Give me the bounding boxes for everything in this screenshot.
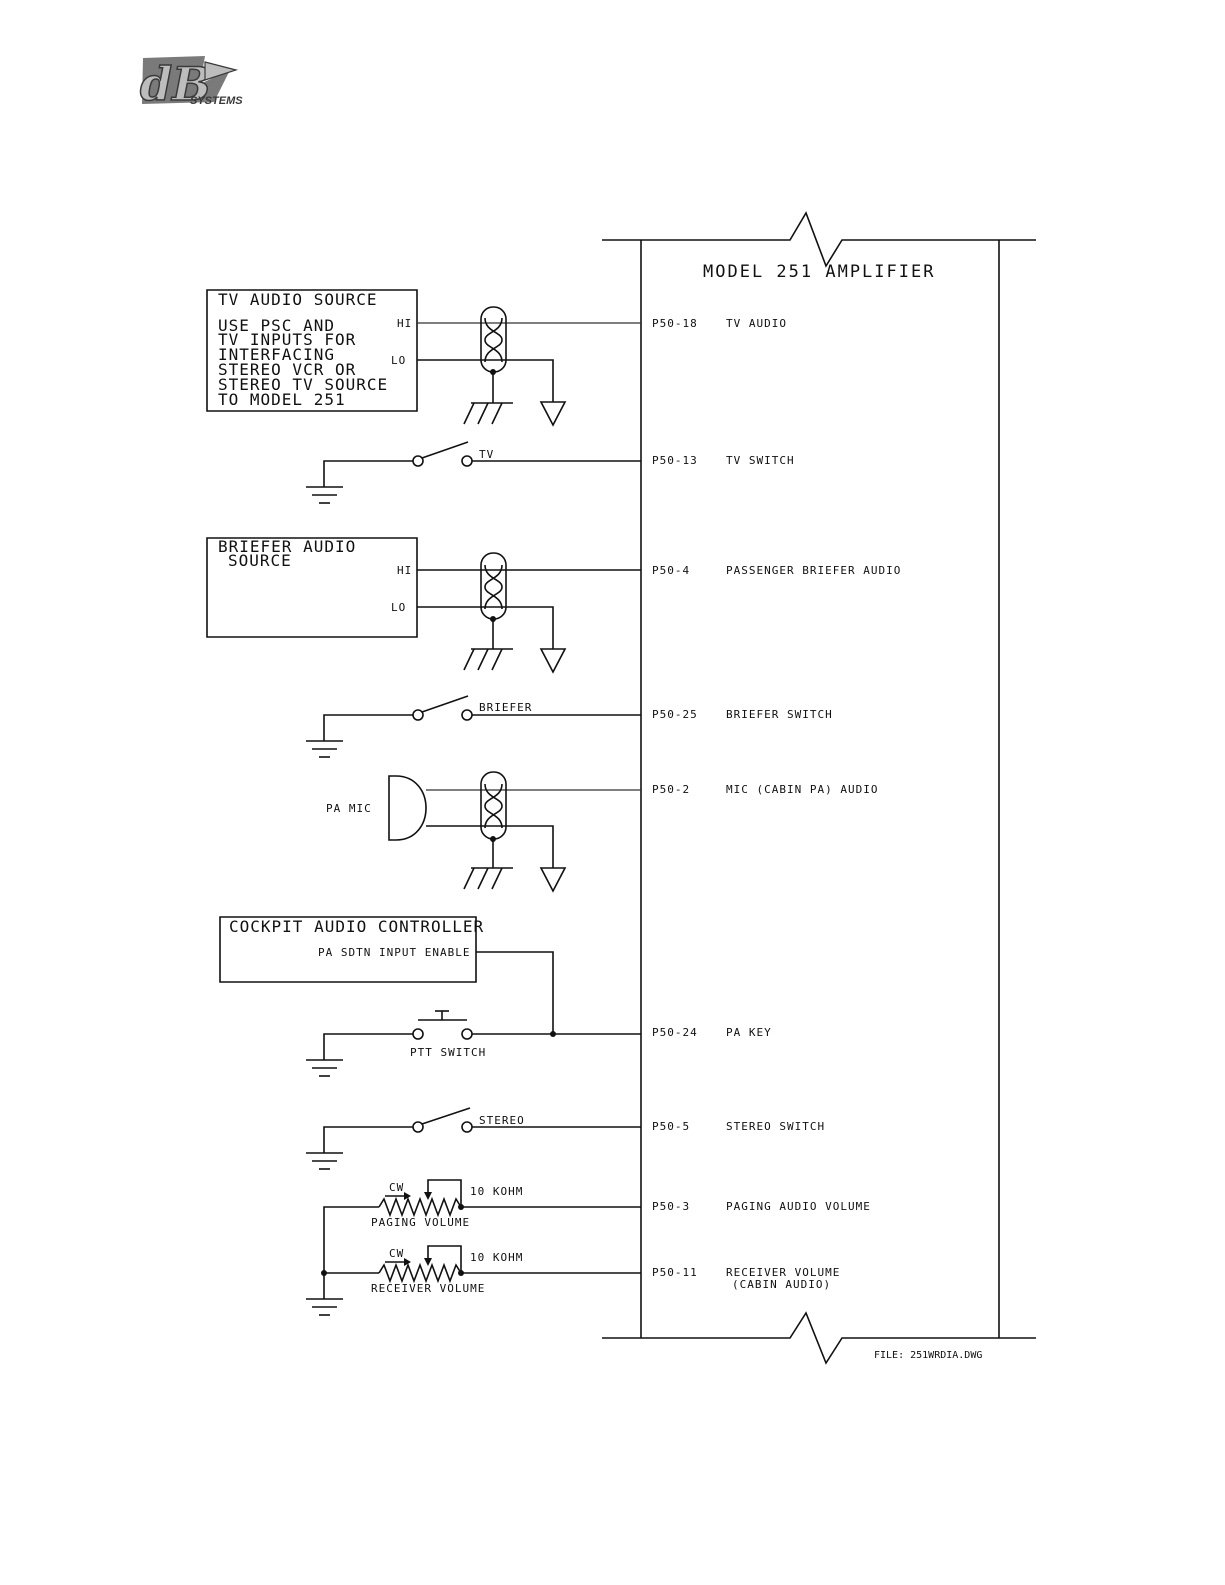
pin-number: P50-13 [652, 454, 698, 467]
pin-labels: P50-18 TV AUDIO P50-13 TV SWITCH P50-4 P… [652, 317, 901, 1291]
tv-source-note-6: TO MODEL 251 [218, 390, 346, 409]
stereo-switch: STEREO [306, 1108, 641, 1169]
pin-number: P50-2 [652, 783, 690, 796]
pin-function: TV AUDIO [726, 317, 787, 330]
ptt-switch-label: PTT SWITCH [410, 1046, 486, 1059]
pin-tv-audio: P50-18 TV AUDIO [652, 317, 787, 330]
briefer-switch: BRIEFER [306, 696, 641, 757]
logo-letters: dB [140, 57, 211, 111]
stereo-switch-label: STEREO [479, 1114, 525, 1127]
tv-switch: TV [306, 442, 641, 503]
briefer-switch-label: BRIEFER [479, 701, 532, 714]
pin-number: P50-4 [652, 564, 690, 577]
file-reference: FILE: 251WRDIA.DWG [874, 1350, 982, 1361]
tv-source-note-5: STEREO TV SOURCE [218, 375, 388, 394]
cockpit-audio-controller: COCKPIT AUDIO CONTROLLER PA SDTN INPUT E… [220, 917, 556, 1037]
resistor-icon [379, 1199, 461, 1215]
pin-tv-switch: P50-13 TV SWITCH [652, 454, 795, 467]
cockpit-output: PA SDTN INPUT ENABLE [318, 946, 470, 959]
cw-arrow-icon [404, 1192, 411, 1200]
ground-icon [306, 487, 343, 503]
chassis-ground-icon [464, 649, 513, 670]
pin-briefer-switch: P50-25 BRIEFER SWITCH [652, 708, 833, 721]
briefer-source-title-2: SOURCE [228, 551, 292, 570]
ground-symbol-icon [541, 868, 565, 891]
receiver-pot-name: RECEIVER VOLUME [371, 1282, 485, 1295]
briefer-audio-wiring [417, 553, 641, 672]
tv-switch-label: TV [479, 448, 494, 461]
tv-source-note-2: TV INPUTS FOR [218, 330, 356, 349]
receiver-ohm-label: 10 KOHM [470, 1251, 523, 1264]
wiper-arrow-icon [424, 1258, 432, 1266]
receiver-volume-pot: CW 10 KOHM RECEIVER VOLUME [371, 1246, 641, 1295]
pin-function: TV SWITCH [726, 454, 795, 467]
ground-icon [306, 1153, 343, 1169]
pin-function: BRIEFER SWITCH [726, 708, 833, 721]
db-systems-logo: dB SYSTEMS [139, 56, 243, 112]
pin-number: P50-11 [652, 1266, 698, 1279]
pin-passenger-briefer-audio: P50-4 PASSENGER BRIEFER AUDIO [652, 564, 901, 577]
logo-wordmark: SYSTEMS [190, 95, 243, 107]
pin-function: MIC (CABIN PA) AUDIO [726, 783, 878, 796]
tv-source-title: TV AUDIO SOURCE [218, 290, 378, 309]
pa-mic-label: PA MIC [326, 802, 372, 815]
tv-audio-wiring [417, 307, 641, 425]
briefer-source-lo: LO [391, 601, 406, 614]
pin-paging-volume: P50-3 PAGING AUDIO VOLUME [652, 1200, 871, 1213]
ptt-switch: PTT SWITCH [306, 1011, 641, 1076]
tv-audio-source: TV AUDIO SOURCE USE PSC AND TV INPUTS FO… [207, 290, 417, 411]
tv-source-lo: LO [391, 354, 406, 367]
pa-mic: PA MIC [326, 772, 641, 891]
twisted-pair-shield-icon [481, 307, 506, 372]
ground-symbol-icon [541, 649, 565, 672]
ground-icon [306, 1299, 343, 1315]
volume-pots: CW 10 KOHM PAGING VOLUME CW 10 KOHM RECE… [306, 1180, 641, 1315]
tv-source-note-3: INTERFACING [218, 345, 335, 364]
amplifier-outline: MODEL 251 AMPLIFIER [602, 213, 1036, 1363]
paging-cw-label: CW [389, 1181, 404, 1194]
paging-ohm-label: 10 KOHM [470, 1185, 523, 1198]
microphone-icon [389, 776, 426, 840]
logo-shadow-shape [142, 56, 230, 104]
pin-function: PA KEY [726, 1026, 772, 1039]
pin-function: PAGING AUDIO VOLUME [726, 1200, 871, 1213]
pin-number: P50-18 [652, 317, 698, 330]
paging-volume-pot: CW 10 KOHM PAGING VOLUME [371, 1180, 641, 1229]
pin-function: STEREO SWITCH [726, 1120, 825, 1133]
pin-number: P50-3 [652, 1200, 690, 1213]
pin-mic-audio: P50-2 MIC (CABIN PA) AUDIO [652, 783, 878, 796]
pin-pa-key: P50-24 PA KEY [652, 1026, 772, 1039]
pin-function: RECEIVER VOLUME [726, 1266, 840, 1279]
tv-source-note-1: USE PSC AND [218, 316, 335, 335]
wiper-arrow-icon [424, 1192, 432, 1200]
briefer-source-title-1: BRIEFER AUDIO [218, 537, 356, 556]
pin-receiver-volume: P50-11 RECEIVER VOLUME (CABIN AUDIO) [652, 1266, 840, 1291]
chassis-ground-icon [464, 868, 513, 889]
logo-arrow-icon [205, 62, 236, 80]
pin-stereo-switch: P50-5 STEREO SWITCH [652, 1120, 825, 1133]
tv-source-hi: HI [397, 317, 412, 330]
chassis-ground-icon [464, 403, 513, 424]
pin-function: PASSENGER BRIEFER AUDIO [726, 564, 901, 577]
ground-symbol-icon [541, 402, 565, 425]
pin-number: P50-5 [652, 1120, 690, 1133]
briefer-audio-source: BRIEFER AUDIO SOURCE HI LO [207, 537, 417, 637]
paging-pot-name: PAGING VOLUME [371, 1216, 470, 1229]
amplifier-title: MODEL 251 AMPLIFIER [703, 262, 935, 282]
ground-icon [306, 1060, 343, 1076]
pin-number: P50-24 [652, 1026, 698, 1039]
pin-number: P50-25 [652, 708, 698, 721]
cockpit-title: COCKPIT AUDIO CONTROLLER [229, 917, 484, 936]
resistor-icon [379, 1265, 461, 1281]
ground-icon [306, 741, 343, 757]
receiver-cw-label: CW [389, 1247, 404, 1260]
twisted-pair-shield-icon [481, 553, 506, 619]
twisted-pair-shield-icon [481, 772, 506, 839]
cw-arrow-icon [404, 1258, 411, 1266]
tv-source-note-4: STEREO VCR OR [218, 360, 356, 379]
briefer-source-hi: HI [397, 564, 412, 577]
pin-function-line2: (CABIN AUDIO) [732, 1278, 831, 1291]
